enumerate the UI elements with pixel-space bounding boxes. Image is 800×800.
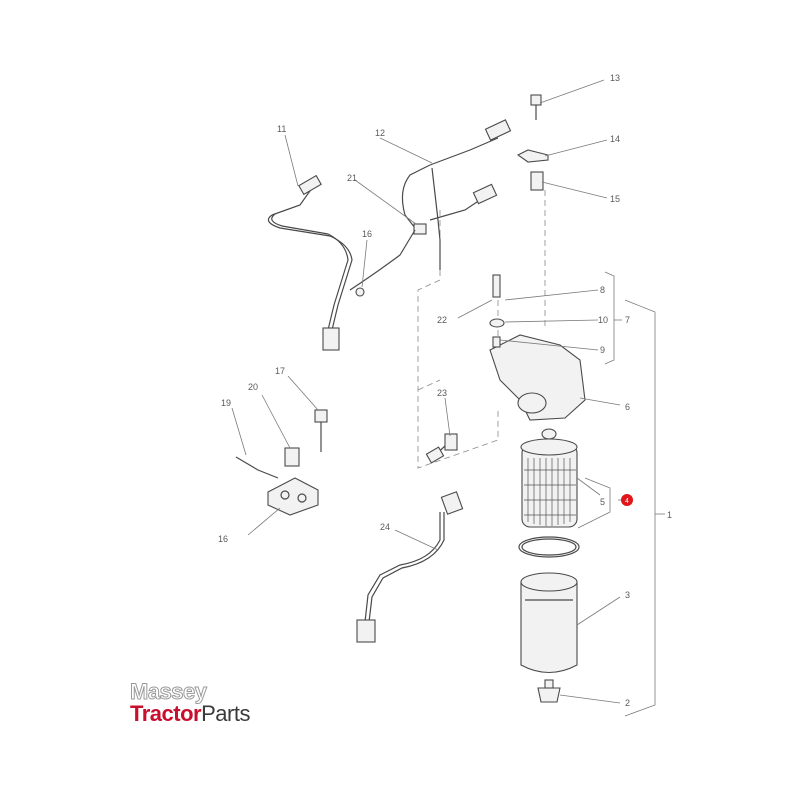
- callout-11[interactable]: 11: [277, 124, 286, 134]
- callout-4: 4: [625, 498, 629, 505]
- callout-23[interactable]: 23: [437, 388, 447, 398]
- highlighted-callout-4[interactable]: 4: [621, 494, 633, 506]
- sensor-bracket-assembly: [235, 409, 328, 516]
- callout-labels: 13 14 15 11 12 21 16 8 10 7 9 22 6 23 5 …: [218, 73, 672, 708]
- callout-22[interactable]: 22: [437, 315, 447, 325]
- callout-19[interactable]: 19: [221, 398, 231, 408]
- callout-8[interactable]: 8: [600, 285, 605, 295]
- callout-10[interactable]: 10: [598, 315, 608, 325]
- callout-6[interactable]: 6: [625, 402, 630, 412]
- callout-3[interactable]: 3: [625, 590, 630, 600]
- filter-bowl-3: [520, 572, 578, 674]
- callout-16-lower[interactable]: 16: [218, 534, 228, 544]
- callout-24[interactable]: 24: [380, 522, 390, 532]
- callout-21[interactable]: 21: [347, 173, 357, 183]
- fitting-23: [425, 433, 458, 464]
- callout-2[interactable]: 2: [625, 698, 630, 708]
- wire-harness-11: [267, 174, 353, 351]
- wire-harness-12: [349, 119, 512, 291]
- leader-lines: [231, 79, 626, 704]
- logo-word-parts: Parts: [201, 701, 250, 726]
- fuel-line-24: [356, 491, 464, 643]
- filter-head-6: [489, 274, 586, 421]
- callout-9[interactable]: 9: [600, 345, 605, 355]
- group-1-brace: [624, 299, 656, 717]
- group-7-brace: [604, 271, 615, 365]
- callout-14[interactable]: 14: [610, 134, 620, 144]
- callout-16-upper[interactable]: 16: [362, 229, 372, 239]
- drain-plug-2: [537, 679, 561, 703]
- callout-5[interactable]: 5: [600, 497, 605, 507]
- callout-20[interactable]: 20: [248, 382, 258, 392]
- logo-line-massey: Massey: [130, 679, 208, 705]
- upper-fittings: [355, 94, 549, 297]
- callout-1[interactable]: 1: [667, 510, 672, 520]
- callout-15[interactable]: 15: [610, 194, 620, 204]
- callout-13[interactable]: 13: [610, 73, 620, 83]
- filter-element-4: [520, 428, 578, 528]
- logo-line-tractor-parts: TractorParts: [130, 701, 250, 727]
- callout-12[interactable]: 12: [375, 128, 385, 138]
- callout-17[interactable]: 17: [275, 366, 285, 376]
- assembly-dashed-lines: [417, 190, 546, 469]
- group-5-brace: [577, 477, 611, 529]
- logo-word-tractor: Tractor: [130, 701, 202, 726]
- o-ring: [518, 536, 580, 558]
- callout-7[interactable]: 7: [625, 315, 630, 325]
